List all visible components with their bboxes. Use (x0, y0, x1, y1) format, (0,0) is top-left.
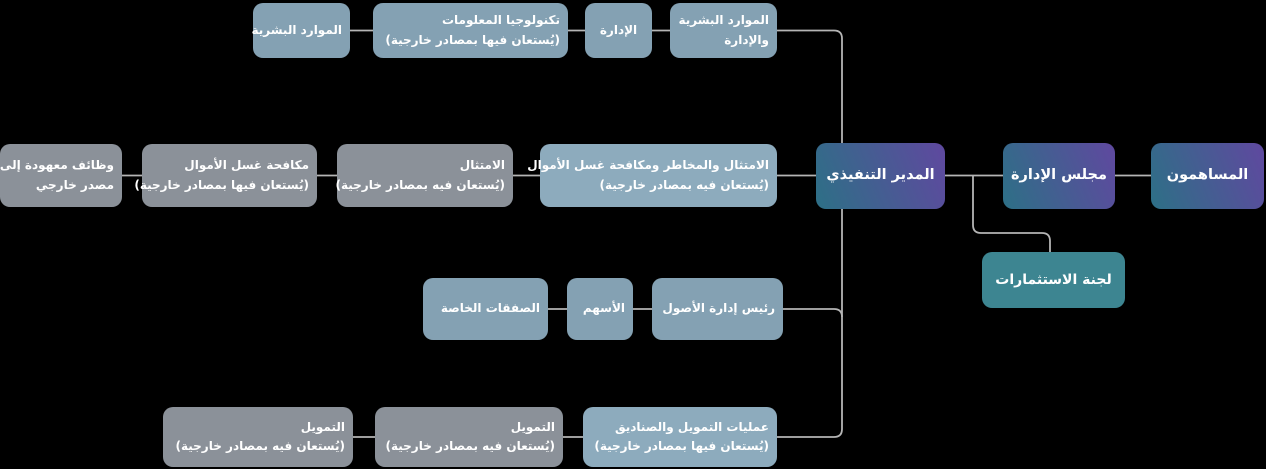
node-outsourced-functions-label-line1: وظائف معهودة إلى (0, 158, 114, 173)
node-ceo-label: المدير التنفيذي (826, 167, 935, 184)
node-funding-left-sublabel: (يُستعان فيه بمصادر خارجية) (175, 439, 345, 453)
node-funding-ops: عمليات التمويل والصناديق (يُستعان فيها ب… (583, 407, 777, 467)
node-investment-committee: لجنة الاستثمارات (982, 252, 1125, 308)
node-funding-left: التمويل (يُستعان فيه بمصادر خارجية) (163, 407, 353, 467)
node-ceo: المدير التنفيذي (816, 143, 945, 209)
node-it-sublabel: (يُستعان فيها بمصادر خارجية) (385, 32, 560, 47)
node-admin-label: الإدارة (599, 22, 638, 37)
connector-top-row-to-ceo (777, 29, 843, 143)
node-funding-mid: التمويل (يُستعان فيه بمصادر خارجية) (375, 407, 563, 467)
node-compliance-risk-aml: الامتثال والمخاطر ومكافحة غسل الأموال (ي… (527, 144, 777, 207)
node-board: مجلس الإدارة (1003, 143, 1115, 209)
node-hr-admin-label-line2: والإدارة (724, 32, 769, 47)
node-outsourced-functions: وظائف معهودة إلى مصدر خارجي (0, 144, 122, 207)
node-hr-label: الموارد البشرية (251, 22, 342, 37)
node-investment-committee-label: لجنة الاستثمارات (995, 271, 1112, 288)
node-hr: الموارد البشرية (251, 3, 350, 58)
node-private-deals-label: الصفقات الخاصة (440, 301, 540, 316)
node-asset-mgmt-head: رئيس إدارة الأصول (652, 278, 783, 340)
node-funding-mid-sublabel: (يُستعان فيه بمصادر خارجية) (385, 439, 555, 453)
connector-branch-to-asset-mgmt-head (783, 308, 843, 318)
node-compliance-sublabel: (يُستعان فيه بمصادر خارجية) (335, 177, 505, 192)
node-private-deals: الصفقات الخاصة (423, 278, 548, 340)
node-asset-mgmt-head-label: رئيس إدارة الأصول (662, 301, 775, 316)
node-admin: الإدارة (585, 3, 652, 58)
node-compliance: الامتثال (يُستعان فيه بمصادر خارجية) (335, 144, 513, 207)
node-equities-label: الأسهم (582, 301, 625, 316)
connector-horizontal-segments (122, 29, 1151, 438)
node-it: تكنولوجيا المعلومات (يُستعان فيها بمصادر… (373, 3, 568, 58)
node-board-label: مجلس الإدارة (1011, 167, 1107, 184)
node-shareholders: المساهمون (1151, 143, 1264, 209)
connector-board-to-investment-committee (972, 175, 1051, 252)
node-compliance-risk-aml-sublabel: (يُستعان فيه بمصادر خارجية) (599, 177, 769, 192)
node-shareholders-label: المساهمون (1166, 167, 1249, 184)
node-aml-sublabel: (يُستعان فيها بمصادر خارجية) (134, 177, 309, 192)
node-aml: مكافحة غسل الأموال (يُستعان فيها بمصادر … (134, 144, 317, 207)
node-compliance-risk-aml-label: الامتثال والمخاطر ومكافحة غسل الأموال (527, 158, 769, 173)
node-funding-mid-label: التمويل (510, 419, 555, 434)
node-hr-admin: الموارد البشرية والإدارة (670, 3, 777, 58)
connector-ceo-trunk-to-funding-ops (777, 209, 843, 438)
node-outsourced-functions-label-line2: مصدر خارجي (35, 177, 114, 192)
node-hr-admin-label-line1: الموارد البشرية (678, 13, 769, 28)
node-it-label: تكنولوجيا المعلومات (441, 13, 560, 28)
node-equities: الأسهم (567, 278, 633, 340)
node-funding-ops-label: عمليات التمويل والصناديق (614, 419, 769, 434)
node-funding-left-label: التمويل (300, 419, 345, 434)
node-funding-ops-sublabel: (يُستعان فيها بمصادر خارجية) (594, 439, 769, 453)
node-aml-label: مكافحة غسل الأموال (184, 158, 309, 173)
node-compliance-label: الامتثال (459, 158, 505, 173)
